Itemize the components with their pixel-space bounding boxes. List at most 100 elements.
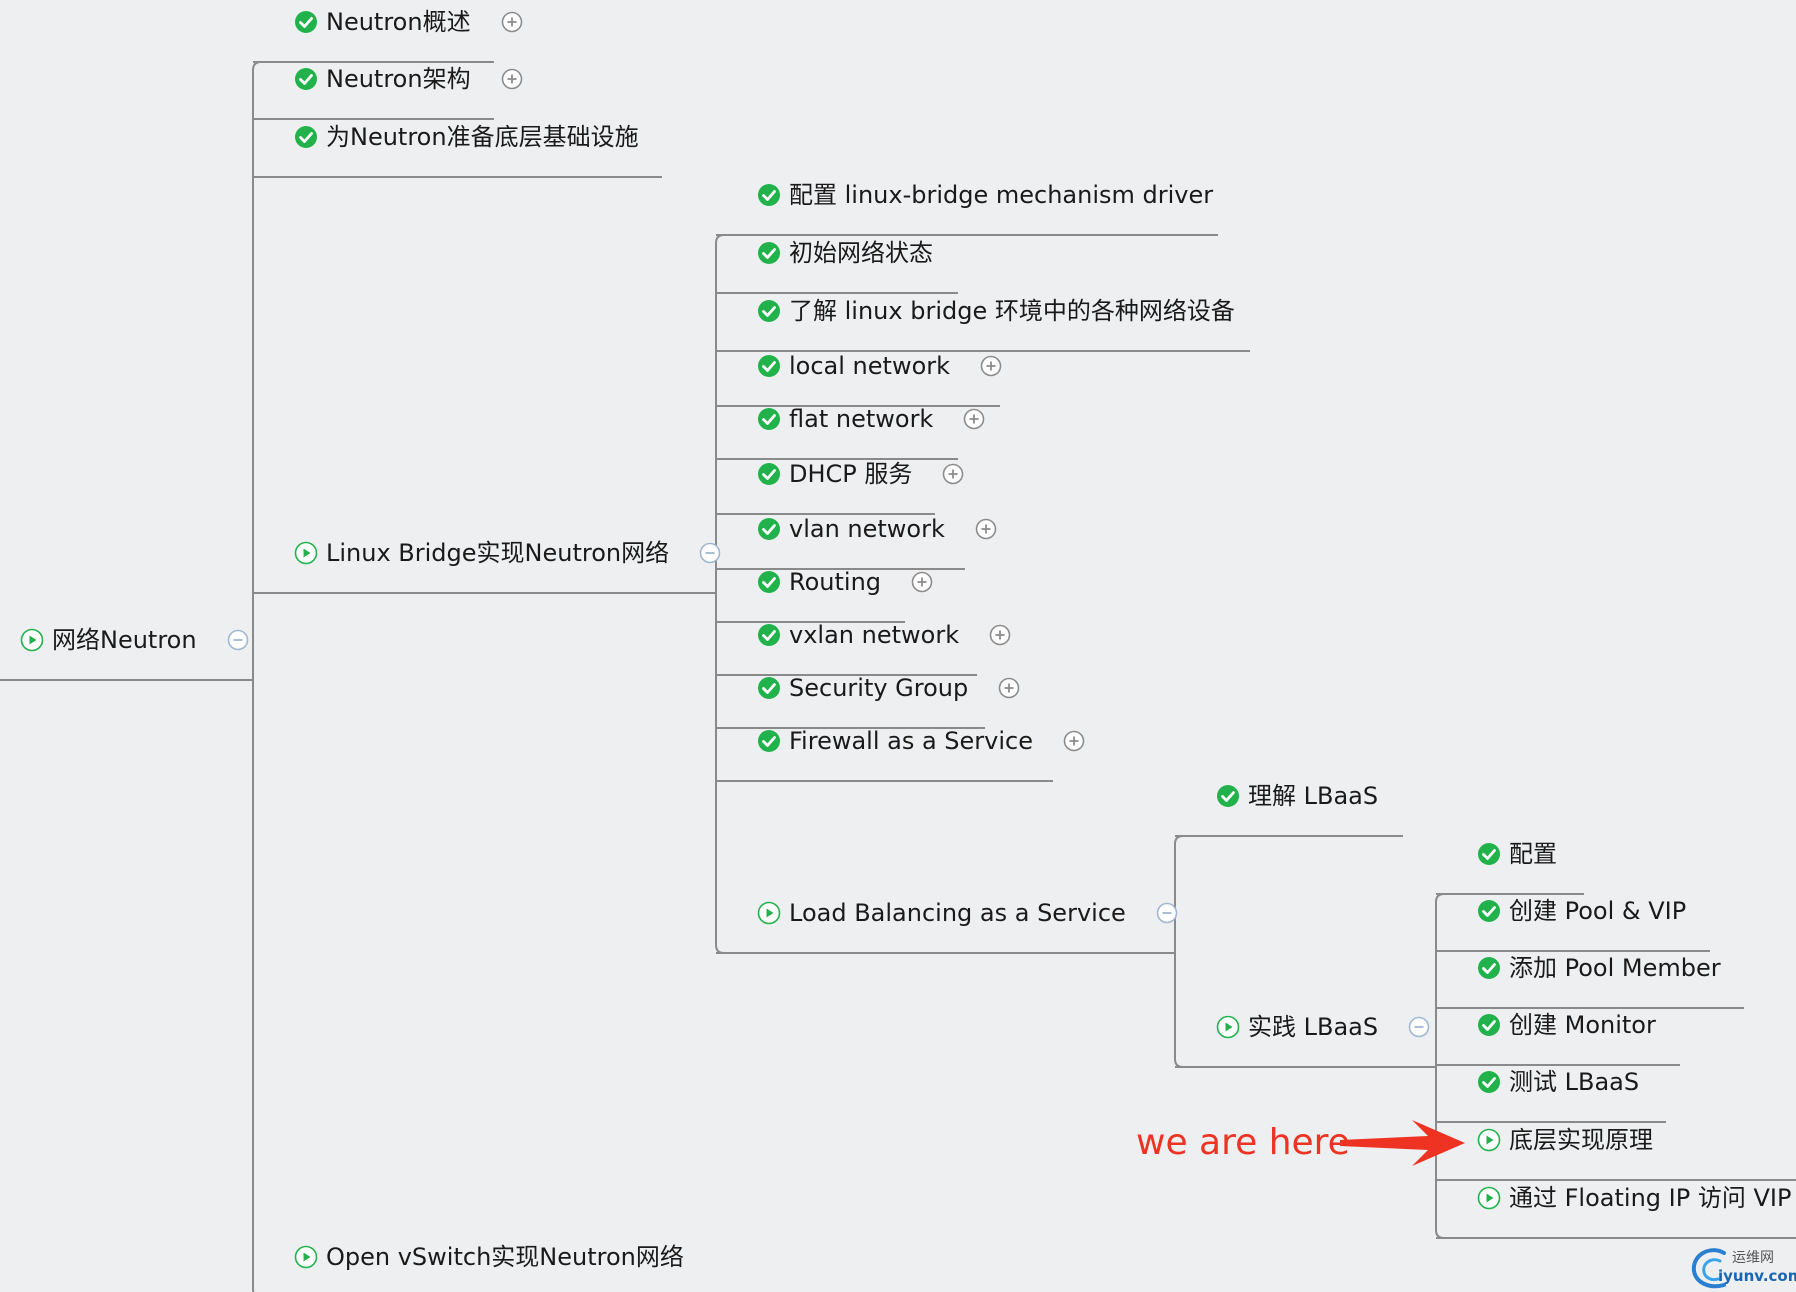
expand-plus-icon[interactable] bbox=[501, 11, 523, 33]
watermark-logo: 运维网 iyunv.com bbox=[1690, 1245, 1796, 1292]
topic-label: 理解 LBaaS bbox=[1248, 782, 1379, 810]
collapse-minus-icon[interactable] bbox=[1156, 902, 1178, 924]
topic-floating[interactable]: 通过 Floating IP 访问 VIP bbox=[1477, 1178, 1791, 1218]
topic-dhcp[interactable]: DHCP 服务 bbox=[757, 454, 964, 494]
expand-plus-icon[interactable] bbox=[963, 408, 985, 430]
topic-label: Neutron概述 bbox=[326, 8, 471, 36]
check-circle-icon bbox=[757, 623, 781, 647]
topic-label: 创建 Pool & VIP bbox=[1509, 897, 1687, 925]
topic-fwaas[interactable]: Firewall as a Service bbox=[757, 721, 1085, 761]
expand-plus-icon[interactable] bbox=[989, 624, 1011, 646]
check-circle-icon bbox=[294, 10, 318, 34]
topic-vxlan[interactable]: vxlan network bbox=[757, 615, 1011, 655]
topic-label: 为Neutron准备底层基础设施 bbox=[326, 123, 639, 151]
collapse-minus-icon[interactable] bbox=[699, 542, 721, 564]
topic-principle[interactable]: 底层实现原理 bbox=[1477, 1120, 1653, 1160]
topic-label: Load Balancing as a Service bbox=[789, 899, 1126, 927]
topic-devices[interactable]: 了解 linux bridge 环境中的各种网络设备 bbox=[757, 291, 1235, 331]
topic-label: 底层实现原理 bbox=[1509, 1126, 1653, 1154]
play-circle-icon bbox=[1477, 1128, 1501, 1152]
topic-routing[interactable]: Routing bbox=[757, 562, 933, 602]
annotation-text: we are here bbox=[1136, 1122, 1350, 1163]
topic-label: Open vSwitch实现Neutron网络 bbox=[326, 1243, 684, 1271]
topic-label: 了解 linux bridge 环境中的各种网络设备 bbox=[789, 297, 1235, 325]
check-circle-icon bbox=[757, 517, 781, 541]
check-circle-icon bbox=[1477, 1013, 1501, 1037]
topic-lb[interactable]: Linux Bridge实现Neutron网络 bbox=[294, 533, 721, 573]
topic-arch[interactable]: Neutron架构 bbox=[294, 59, 523, 99]
topic-flat[interactable]: flat network bbox=[757, 399, 985, 439]
topic-lbdriver[interactable]: 配置 linux-bridge mechanism driver bbox=[757, 175, 1213, 215]
check-circle-icon bbox=[757, 354, 781, 378]
topic-label: 配置 bbox=[1509, 840, 1557, 868]
watermark-chinese: 运维网 bbox=[1732, 1250, 1774, 1266]
topic-label: Linux Bridge实现Neutron网络 bbox=[326, 539, 670, 567]
topic-pool[interactable]: 创建 Pool & VIP bbox=[1477, 891, 1686, 931]
topic-monitor[interactable]: 创建 Monitor bbox=[1477, 1005, 1656, 1045]
check-circle-icon bbox=[757, 241, 781, 265]
red-arrow-icon bbox=[1340, 1120, 1465, 1166]
topic-config[interactable]: 配置 bbox=[1477, 834, 1557, 874]
expand-plus-icon[interactable] bbox=[942, 463, 964, 485]
check-circle-icon bbox=[1477, 899, 1501, 923]
topic-label: 测试 LBaaS bbox=[1509, 1068, 1640, 1096]
topic-lbaas[interactable]: Load Balancing as a Service bbox=[757, 893, 1178, 933]
check-circle-icon bbox=[757, 462, 781, 486]
topic-test[interactable]: 测试 LBaaS bbox=[1477, 1062, 1639, 1102]
corner-lbdriver bbox=[715, 234, 725, 244]
topic-secgroup[interactable]: Security Group bbox=[757, 668, 1020, 708]
expand-plus-icon[interactable] bbox=[1063, 730, 1085, 752]
play-circle-icon bbox=[294, 1245, 318, 1269]
check-circle-icon bbox=[1477, 842, 1501, 866]
expand-plus-icon[interactable] bbox=[501, 68, 523, 90]
topic-overview[interactable]: Neutron概述 bbox=[294, 2, 523, 42]
corner-ovs bbox=[252, 1288, 255, 1292]
corner-understand bbox=[1174, 835, 1184, 845]
check-circle-icon bbox=[1216, 784, 1240, 808]
check-circle-icon bbox=[294, 67, 318, 91]
topic-label: DHCP 服务 bbox=[789, 460, 913, 488]
topic-label: vlan network bbox=[789, 515, 945, 543]
topic-label: 配置 linux-bridge mechanism driver bbox=[789, 181, 1214, 209]
check-circle-icon bbox=[1477, 956, 1501, 980]
topic-understand[interactable]: 理解 LBaaS bbox=[1216, 776, 1378, 816]
corner-overview bbox=[252, 61, 262, 71]
expand-plus-icon[interactable] bbox=[980, 355, 1002, 377]
topic-label: local network bbox=[789, 352, 951, 380]
topic-member[interactable]: 添加 Pool Member bbox=[1477, 948, 1721, 988]
topic-label: Routing bbox=[789, 568, 882, 596]
topic-initstate[interactable]: 初始网络状态 bbox=[757, 233, 933, 273]
corner-config bbox=[1435, 893, 1445, 903]
check-circle-icon bbox=[757, 676, 781, 700]
play-circle-icon bbox=[294, 541, 318, 565]
topic-infra[interactable]: 为Neutron准备底层基础设施 bbox=[294, 117, 639, 157]
play-circle-icon bbox=[1216, 1015, 1240, 1039]
swirl-icon bbox=[1691, 1248, 1726, 1289]
check-circle-icon bbox=[757, 407, 781, 431]
topic-label: 通过 Floating IP 访问 VIP bbox=[1509, 1184, 1792, 1212]
expand-plus-icon[interactable] bbox=[911, 571, 933, 593]
topic-label: 创建 Monitor bbox=[1509, 1011, 1656, 1039]
topic-label: flat network bbox=[789, 405, 934, 433]
topic-label: 实践 LBaaS bbox=[1248, 1013, 1379, 1041]
corner-floating bbox=[1435, 1229, 1445, 1239]
topic-practice[interactable]: 实践 LBaaS bbox=[1216, 1007, 1430, 1047]
topic-vlan[interactable]: vlan network bbox=[757, 509, 997, 549]
topic-label: 初始网络状态 bbox=[789, 239, 933, 267]
collapse-minus-icon[interactable] bbox=[1408, 1016, 1430, 1038]
expand-plus-icon[interactable] bbox=[975, 518, 997, 540]
topic-local[interactable]: local network bbox=[757, 346, 1002, 386]
play-circle-icon bbox=[1477, 1186, 1501, 1210]
topic-root[interactable]: 网络Neutron bbox=[20, 620, 249, 660]
topic-label: Neutron架构 bbox=[326, 65, 471, 93]
check-circle-icon bbox=[757, 729, 781, 753]
expand-plus-icon[interactable] bbox=[998, 677, 1020, 699]
topic-ovs[interactable]: Open vSwitch实现Neutron网络 bbox=[294, 1237, 684, 1277]
watermark-domain: iyunv.com bbox=[1718, 1267, 1796, 1285]
play-circle-icon bbox=[757, 901, 781, 925]
corner-lbaas bbox=[715, 944, 725, 954]
collapse-minus-icon[interactable] bbox=[227, 629, 249, 651]
topic-label: 添加 Pool Member bbox=[1509, 954, 1721, 982]
